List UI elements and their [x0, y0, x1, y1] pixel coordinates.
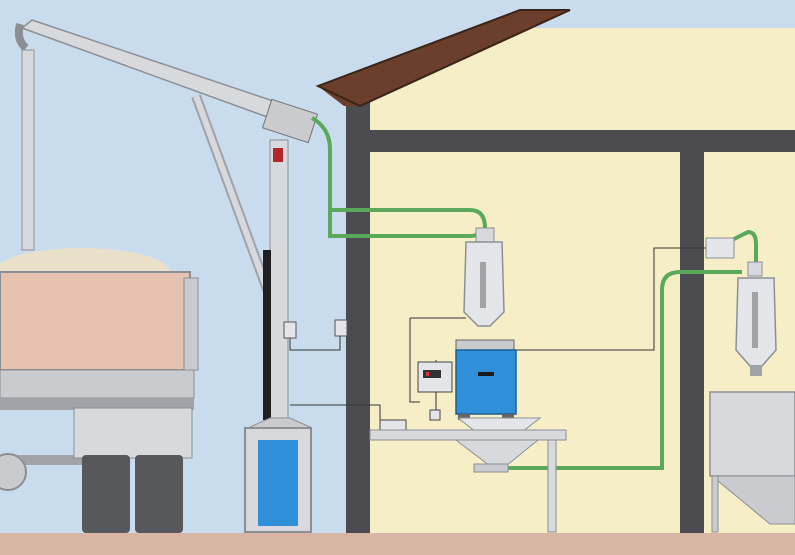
control-panel-indicator: [426, 372, 429, 376]
hopper-cap: [475, 227, 495, 243]
ceiling-beam: [370, 130, 795, 152]
discharge-valve: [273, 148, 283, 162]
control-panel-display: [423, 370, 441, 378]
conveying-pipe-return: [731, 229, 758, 262]
trailer-hitch: [0, 455, 86, 465]
dryer-unit: [455, 339, 542, 433]
silo-leg: [711, 475, 719, 533]
dryer-foot-right: [502, 414, 514, 420]
machine-silo-right: [709, 391, 795, 533]
roof-edge: [315, 9, 571, 108]
conveying-pipe-lower: [508, 270, 742, 470]
control-box-left: [283, 321, 297, 339]
receiver-hopper: [705, 237, 777, 376]
grain-trailer: [0, 248, 199, 533]
auger-intake-bend: [14, 23, 29, 52]
support-column-band: [263, 250, 271, 420]
ground-strip: [0, 533, 795, 555]
junction-box: [379, 419, 407, 431]
receiver-outlet: [750, 366, 762, 376]
control-box-wall: [334, 319, 348, 337]
interior-post: [680, 152, 704, 533]
auger-motor-unit: [261, 98, 319, 144]
receiver-cap: [747, 261, 763, 277]
trailer-base: [0, 369, 195, 399]
auger-support-strut-inner: [193, 94, 271, 294]
trailer-axle-housing: [73, 407, 193, 459]
tank-blue-window: [258, 440, 298, 526]
building-left-wall: [346, 96, 370, 533]
control-switch: [429, 409, 441, 421]
hopper-sight-glass: [480, 262, 486, 308]
stand-top: [369, 429, 567, 441]
receiver-sight-glass: [752, 292, 758, 348]
machine-stand: [369, 429, 567, 533]
trailer-frame: [0, 398, 194, 410]
trailer-body: [0, 271, 191, 371]
vacuum-hopper: [463, 227, 505, 327]
trailer-tire-right: [135, 455, 183, 533]
dryer-handle: [478, 372, 494, 376]
support-column: [269, 139, 289, 426]
trailer-wheel-small: [0, 453, 27, 491]
stand-leg: [547, 439, 557, 533]
storage-tank: [244, 417, 313, 533]
screw-conveyor: [14, 19, 319, 426]
dryer-body: [455, 349, 517, 415]
control-panel: [417, 361, 453, 421]
dryer-foot-left: [458, 414, 470, 420]
funnel-outlet: [473, 463, 509, 473]
receiver-control-box: [705, 237, 735, 259]
trailer-side-panel: [183, 277, 199, 371]
trailer-tire-left: [82, 455, 130, 533]
silo-body: [709, 391, 795, 477]
roof: [318, 10, 570, 106]
control-wiring: [289, 247, 706, 422]
silo-cone: [710, 475, 795, 525]
auger-intake-pipe: [21, 49, 35, 251]
